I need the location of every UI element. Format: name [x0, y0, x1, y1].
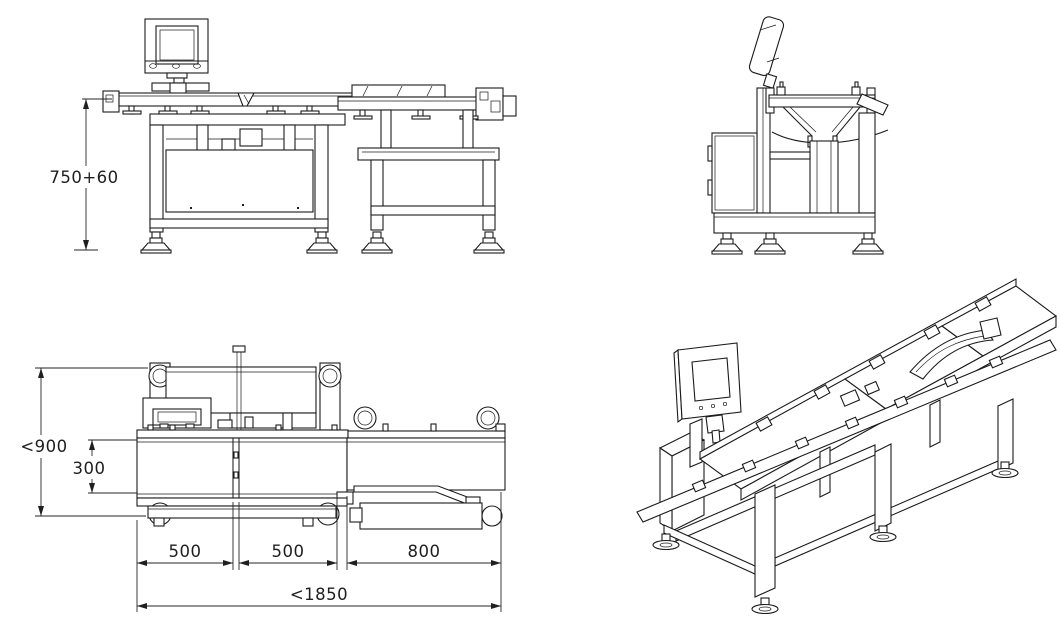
discharge-table — [357, 147, 505, 254]
display-arm — [748, 16, 785, 89]
dim-height: 750+60 — [49, 98, 118, 251]
front-view: 750+60 — [49, 18, 517, 254]
side-view — [707, 16, 889, 255]
display-column — [756, 87, 771, 214]
hand-knob — [353, 406, 377, 430]
discharge-conveyor — [337, 84, 517, 149]
weigh-conveyor — [102, 90, 353, 115]
front-guard — [147, 505, 337, 519]
control-panel-top — [142, 397, 212, 429]
isometric-view — [636, 278, 1058, 615]
reject-bin — [359, 502, 483, 530]
plan-view: <900 300 500 500 800 <1850 — [20, 345, 506, 612]
dim-belt-width: 300 — [73, 439, 137, 494]
belt-brackets — [122, 105, 320, 115]
dim-label-section2: 500 — [272, 542, 305, 561]
dim-label-height: 750+60 — [49, 168, 118, 187]
iso-frame — [652, 398, 1019, 615]
adjustable-foot — [140, 231, 172, 254]
iso-display — [673, 342, 742, 444]
side-bracket — [856, 93, 889, 116]
dim-label-section3: 800 — [408, 542, 441, 561]
electrical-cabinet — [707, 132, 758, 214]
adjustable-foot — [711, 232, 743, 255]
adjustable-foot — [869, 525, 897, 543]
dim-label-section1: 500 — [169, 542, 202, 561]
dim-overall-width: <900 — [20, 367, 148, 517]
adjustable-foot — [751, 597, 779, 615]
adjustable-foot — [754, 232, 786, 255]
weigher-frame — [140, 113, 346, 254]
iso-curved-guard — [909, 317, 1002, 380]
conveyor-cross-section — [765, 81, 889, 116]
hinge — [707, 145, 713, 162]
weigher-top-structure — [142, 345, 342, 431]
adjustable-foot — [306, 231, 338, 254]
adjustable-foot — [473, 231, 505, 254]
belts-top-view — [136, 437, 506, 530]
iso-display-column — [689, 418, 703, 468]
hand-knob — [318, 364, 342, 388]
dim-label-overall-length: <1850 — [290, 585, 348, 604]
adjustable-foot — [361, 231, 393, 254]
dim-label-overall-width: <900 — [20, 437, 67, 456]
hinge — [707, 179, 713, 196]
machine-base — [713, 212, 876, 234]
adjustable-foot — [852, 232, 884, 255]
iso-weigh-belt-line — [636, 339, 1057, 523]
control-display — [144, 18, 210, 98]
dim-sections: 500 500 800 <1850 — [136, 492, 502, 612]
dim-label-belt-width: 300 — [73, 459, 106, 478]
machine-body — [707, 112, 884, 255]
iso-rail-fittings — [755, 296, 992, 432]
